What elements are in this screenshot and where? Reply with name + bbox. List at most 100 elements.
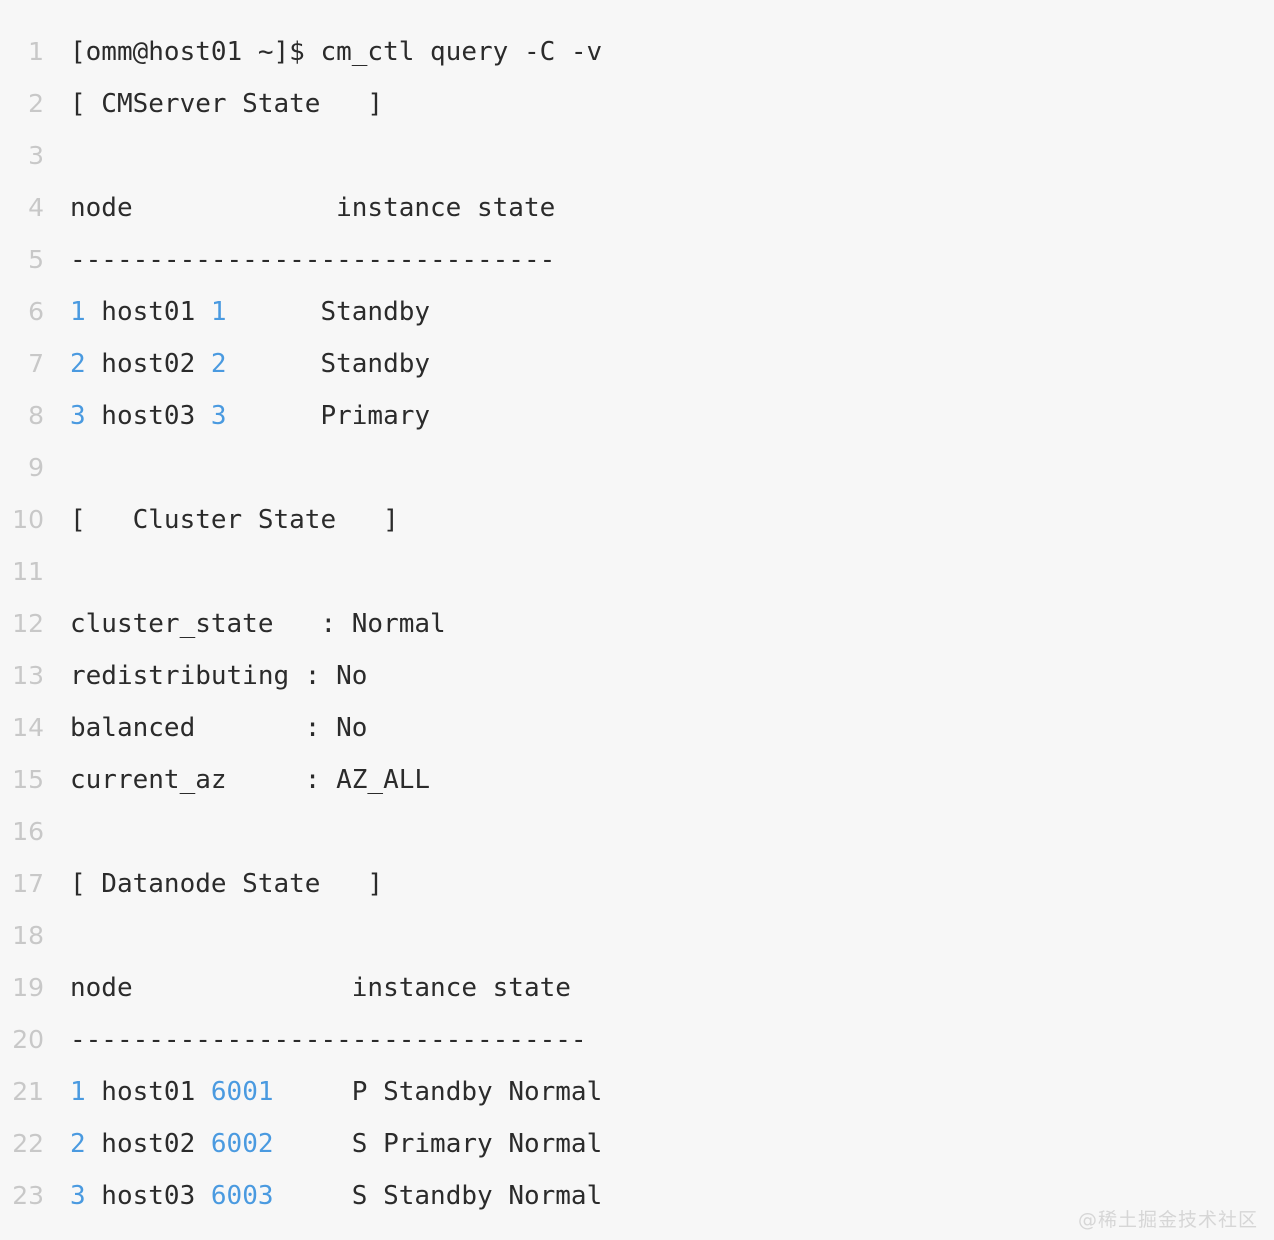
watermark: @稀土掘金技术社区	[1077, 1209, 1258, 1231]
line-content: current_az : AZ_ALL	[44, 754, 430, 806]
line-number: 15	[12, 765, 44, 794]
line-number: 17	[12, 869, 44, 898]
line-content: [ Cluster State ]	[44, 494, 399, 546]
line-content: 3 host03 6003 S Standby Normal	[44, 1170, 602, 1222]
line-content: [omm@host01 ~]$ cm_ctl query -C -v	[44, 26, 602, 78]
code-text: host01	[85, 297, 211, 327]
code-text: [omm@host01 ~]$ cm_ctl query -C -v	[70, 37, 603, 67]
line-number: 1	[28, 37, 44, 66]
code-line: 4 node instance state	[0, 182, 1274, 234]
code-line: 9	[0, 442, 1274, 494]
code-line: 10 [ Cluster State ]	[0, 494, 1274, 546]
line-number: 13	[12, 661, 44, 690]
highlighted-number: 6003	[210, 1181, 274, 1211]
code-text: [ Datanode State ]	[70, 869, 384, 899]
code-text: cluster_state : Normal	[70, 609, 446, 639]
line-number: 16	[12, 817, 44, 846]
code-text: balanced : No	[70, 713, 368, 743]
line-number: 18	[12, 921, 44, 950]
line-number: 5	[28, 245, 44, 274]
line-number: 3	[28, 141, 44, 170]
code-text: [ CMServer State ]	[70, 89, 384, 119]
highlighted-number: 2	[210, 349, 227, 379]
code-text: host02	[85, 1129, 211, 1159]
line-content: node instance state	[44, 962, 571, 1014]
code-text: S Primary Normal	[273, 1129, 603, 1159]
line-number: 9	[28, 453, 44, 482]
highlighted-number: 2	[70, 1129, 86, 1159]
line-number: 2	[28, 89, 44, 118]
highlighted-number: 1	[70, 1077, 86, 1107]
code-line: 17 [ Datanode State ]	[0, 858, 1274, 910]
code-text: host03	[85, 1181, 211, 1211]
line-number: 11	[12, 557, 44, 586]
code-text: Standby	[226, 349, 431, 379]
line-content: cluster_state : Normal	[44, 598, 446, 650]
line-number: 21	[12, 1077, 44, 1106]
code-lines-container: 1 [omm@host01 ~]$ cm_ctl query -C -v 2 [ CM…	[0, 26, 1274, 1222]
line-number: 8	[28, 401, 44, 430]
code-text: Standby	[226, 297, 431, 327]
code-text: redistributing : No	[70, 661, 368, 691]
line-number: 7	[28, 349, 44, 378]
line-number: 23	[12, 1181, 44, 1210]
code-text: host01	[85, 1077, 211, 1107]
code-text: -------------------------------	[70, 245, 556, 275]
line-number: 12	[12, 609, 44, 638]
code-line: 15 current_az : AZ_ALL	[0, 754, 1274, 806]
code-text: current_az : AZ_ALL	[70, 765, 431, 795]
line-number: 10	[12, 505, 44, 534]
line-content: [ Datanode State ]	[44, 858, 383, 910]
code-line: 18	[0, 910, 1274, 962]
code-text: ---------------------------------	[70, 1025, 587, 1055]
code-line: 2 [ CMServer State ]	[0, 78, 1274, 130]
code-line: 1 [omm@host01 ~]$ cm_ctl query -C -v	[0, 26, 1274, 78]
highlighted-number: 3	[70, 401, 86, 431]
code-line: 13 redistributing : No	[0, 650, 1274, 702]
code-text: node instance state	[70, 973, 571, 1003]
highlighted-number: 3	[210, 401, 227, 431]
code-text: S Standby Normal	[273, 1181, 603, 1211]
line-content: 1 host01 1 Standby	[44, 286, 430, 338]
line-number: 14	[12, 713, 44, 742]
code-line: 19 node instance state	[0, 962, 1274, 1014]
line-number: 20	[12, 1025, 44, 1054]
line-content: redistributing : No	[44, 650, 367, 702]
code-text: P Standby Normal	[273, 1077, 603, 1107]
highlighted-number: 1	[210, 297, 227, 327]
highlighted-number: 6002	[210, 1129, 274, 1159]
line-number: 6	[28, 297, 44, 326]
code-line: 11	[0, 546, 1274, 598]
line-content: 2 host02 2 Standby	[44, 338, 430, 390]
line-content: node instance state	[44, 182, 555, 234]
code-line: 5 -------------------------------	[0, 234, 1274, 286]
line-content: ---------------------------------	[44, 1014, 587, 1066]
line-content: 1 host01 6001 P Standby Normal	[44, 1066, 602, 1118]
code-line: 16	[0, 806, 1274, 858]
line-content: 3 host03 3 Primary	[44, 390, 430, 442]
code-text: host03	[85, 401, 211, 431]
line-number: 4	[28, 193, 44, 222]
highlighted-number: 6001	[210, 1077, 274, 1107]
highlighted-number: 1	[70, 297, 86, 327]
code-line: 12 cluster_state : Normal	[0, 598, 1274, 650]
code-text: [ Cluster State ]	[70, 505, 399, 535]
line-number: 22	[12, 1129, 44, 1158]
code-text: host02	[85, 349, 211, 379]
line-content: [ CMServer State ]	[44, 78, 383, 130]
code-text: node instance state	[70, 193, 556, 223]
line-content: 2 host02 6002 S Primary Normal	[44, 1118, 602, 1170]
line-number: 19	[12, 973, 44, 1002]
line-content: balanced : No	[44, 702, 367, 754]
highlighted-number: 2	[70, 349, 86, 379]
code-line: 3	[0, 130, 1274, 182]
code-line: 14 balanced : No	[0, 702, 1274, 754]
line-content: -------------------------------	[44, 234, 555, 286]
